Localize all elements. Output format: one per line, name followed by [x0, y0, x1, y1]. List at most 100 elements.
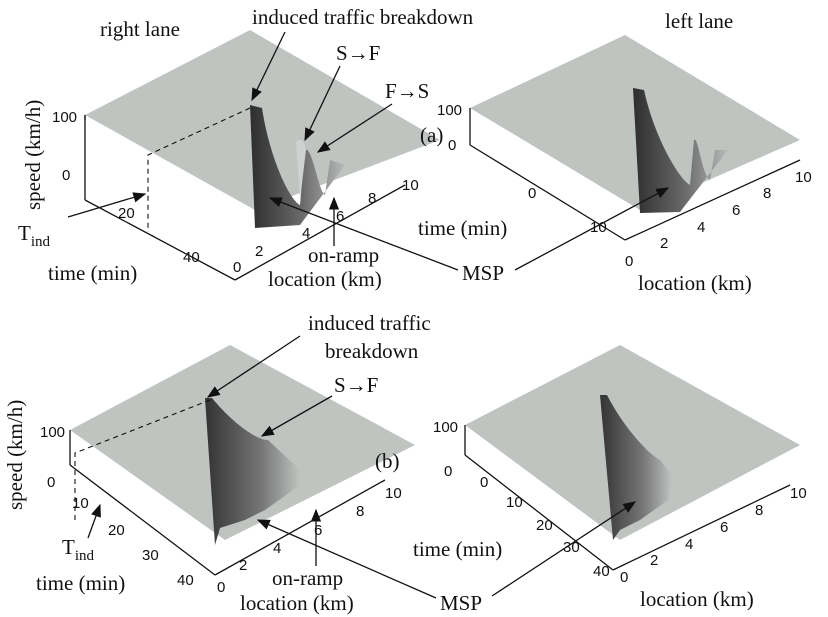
time-tick-10: 10 — [72, 495, 89, 512]
panel-a-left-lane: left lane 100 0 0 10 time (min) 0 2 4 6 … — [418, 9, 812, 295]
z-tick-100: 100 — [433, 419, 458, 436]
t-ind-arrow — [67, 192, 147, 218]
t-ind-guide — [74, 399, 211, 520]
t-ind-arrow — [87, 503, 101, 539]
t-ind-label: Tind — [62, 535, 94, 564]
z-axis-label: speed (km/h) — [3, 400, 27, 510]
ann-on-ramp: on-ramp — [308, 243, 379, 267]
location-axis — [234, 184, 406, 281]
time-axis-label: time (min) — [36, 571, 125, 595]
ann-induced-breakdown-2: breakdown — [325, 339, 419, 363]
loc-tick-0: 0 — [217, 579, 225, 596]
loc-tick-0: 0 — [233, 259, 241, 276]
loc-tick-2: 2 — [255, 243, 263, 260]
loc-tick-2: 2 — [239, 557, 247, 574]
breakdown-dip — [250, 105, 345, 228]
time-axis-label: time (min) — [418, 216, 507, 240]
ann-induced-breakdown-1: induced traffic — [308, 311, 431, 335]
z-axis-label: speed (km/h) — [21, 100, 45, 210]
loc-tick-10: 10 — [790, 485, 807, 502]
loc-tick-2: 2 — [660, 235, 668, 252]
loc-tick-6: 6 — [336, 208, 344, 225]
title-left-lane: left lane — [665, 9, 733, 33]
loc-tick-6: 6 — [732, 202, 740, 219]
sf-arrow — [260, 395, 333, 437]
msp-arrow-left — [491, 501, 637, 597]
loc-tick-4: 4 — [302, 225, 310, 242]
fs-arrow — [316, 103, 393, 153]
breakdown-arrow — [206, 335, 301, 398]
panel-b-right-lane: speed (km/h) 100 0 10 20 30 40 time (min… — [3, 311, 431, 615]
ann-induced-breakdown: induced traffic breakdown — [252, 5, 474, 29]
z-tick-0: 0 — [448, 137, 456, 154]
panel-b-tag: (b) — [375, 449, 400, 473]
location-axis-label: location (km) — [640, 587, 754, 611]
loc-tick-4: 4 — [697, 219, 705, 236]
location-axis — [624, 159, 801, 241]
t-ind-guide — [147, 107, 251, 232]
z-tick-100: 100 — [52, 109, 77, 126]
time-tick-0: 0 — [528, 185, 536, 202]
z-tick-0: 0 — [444, 463, 452, 480]
location-axis — [612, 484, 791, 571]
time-tick-40: 40 — [593, 563, 610, 580]
location-axis-label: location (km) — [638, 271, 752, 295]
time-tick-30: 30 — [142, 547, 159, 564]
z-tick-0: 0 — [62, 167, 70, 184]
location-axis-label: location (km) — [240, 591, 354, 615]
panel-b-left-lane: 100 0 0 10 20 30 40 time (min) 0 2 4 6 8… — [413, 345, 807, 611]
loc-tick-10: 10 — [795, 169, 812, 186]
loc-tick-2: 2 — [650, 552, 658, 569]
time-tick-0: 0 — [480, 474, 488, 491]
ann-f-to-s: F→S — [385, 79, 429, 103]
time-tick-20: 20 — [536, 517, 553, 534]
time-axis — [69, 464, 216, 576]
loc-tick-10: 10 — [402, 177, 419, 194]
loc-tick-6: 6 — [314, 522, 322, 539]
z-tick-100: 100 — [40, 424, 65, 441]
loc-tick-4: 4 — [273, 540, 281, 557]
z-tick-100: 100 — [437, 102, 462, 119]
breakdown-dip — [600, 395, 672, 540]
loc-tick-4: 4 — [685, 536, 693, 553]
loc-tick-0: 0 — [620, 569, 628, 586]
ann-s-to-f: S→F — [336, 41, 380, 65]
loc-tick-6: 6 — [720, 519, 728, 536]
time-axis-label: time (min) — [413, 537, 502, 561]
breakdown-dip — [633, 88, 728, 213]
loc-tick-10: 10 — [385, 485, 402, 502]
time-axis — [464, 454, 614, 571]
ann-msp-b: MSP — [440, 591, 482, 615]
ann-s-to-f: S→F — [334, 373, 378, 397]
loc-tick-8: 8 — [368, 190, 376, 207]
sf-peak — [296, 140, 306, 200]
breakdown-dip — [205, 398, 300, 545]
loc-tick-0: 0 — [625, 253, 633, 270]
ann-msp-a: MSP — [462, 261, 504, 285]
time-axis — [84, 199, 236, 281]
panel-a-tag: (a) — [420, 123, 443, 147]
msp-arrow-right — [256, 519, 437, 599]
title-right-lane: right lane — [100, 17, 180, 41]
location-axis — [214, 479, 386, 576]
time-axis-label: time (min) — [48, 261, 137, 285]
loc-tick-8: 8 — [356, 503, 364, 520]
breakdown-arrow — [251, 31, 286, 102]
ann-on-ramp: on-ramp — [272, 566, 343, 590]
loc-tick-8: 8 — [763, 185, 771, 202]
time-tick-20: 20 — [118, 205, 135, 222]
time-tick-40: 40 — [177, 572, 194, 589]
t-ind-label: Tind — [18, 221, 50, 250]
msp-arrow-left — [514, 187, 670, 271]
location-axis-label: location (km) — [268, 267, 382, 291]
time-tick-20: 20 — [108, 522, 125, 539]
loc-tick-8: 8 — [755, 502, 763, 519]
z-tick-0: 0 — [47, 474, 55, 491]
msp-arrow-right — [268, 197, 459, 271]
time-tick-30: 30 — [563, 539, 580, 556]
time-tick-40: 40 — [183, 249, 200, 266]
sf-arrow — [304, 65, 341, 142]
time-tick-10: 10 — [506, 494, 523, 511]
panel-a-right-lane: right lane speed (km/h) 100 0 20 40 time… — [18, 5, 474, 291]
